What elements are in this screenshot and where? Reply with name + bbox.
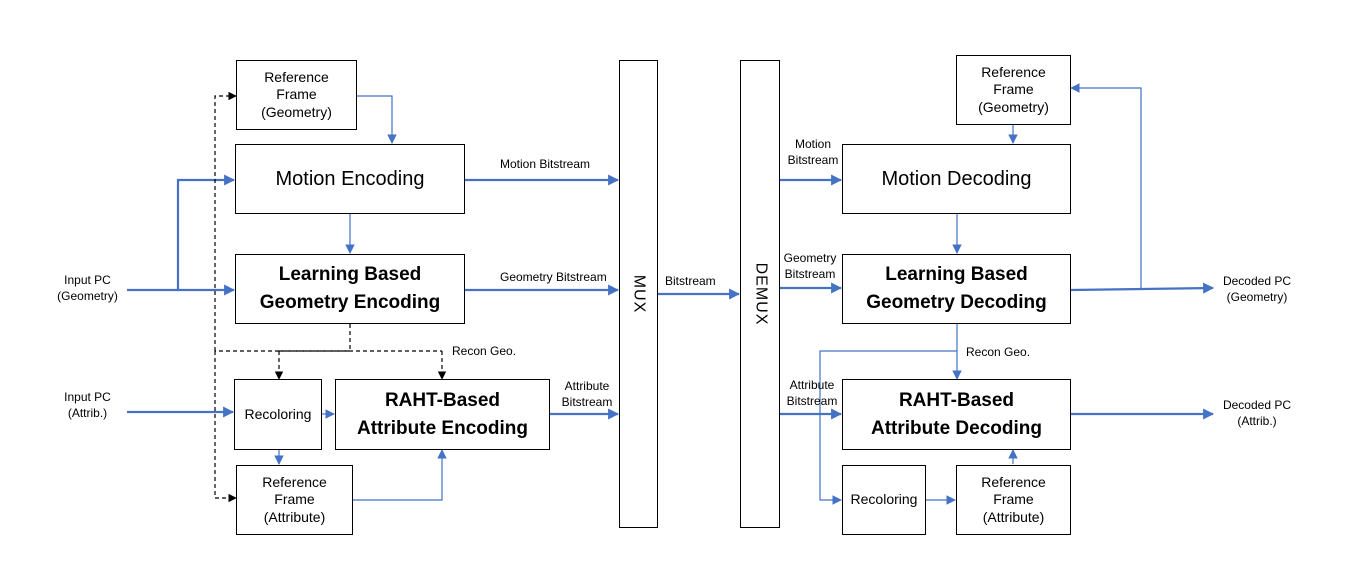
attribute-bitstream-enc-label: Attribute Bitstream <box>561 379 613 409</box>
decoded-pc-geometry-label: Decoded PC (Geometry) <box>1222 274 1292 304</box>
ref-frame-geometry-dec-label: Reference Frame (Geometry) <box>978 63 1049 115</box>
geometry-decoding-label: Learning Based Geometry Decoding <box>866 264 1047 313</box>
attribute-decoding-label: RAHT-Based Attribute Decoding <box>871 389 1042 439</box>
attribute-bitstream-dec-label: Attribute Bitstream <box>786 378 838 408</box>
attribute-encoding-box: RAHT-Based Attribute Encoding <box>335 379 550 450</box>
input-pc-geometry-label: Input PC (Geometry) <box>57 273 118 303</box>
recon-geo-enc-label: Recon Geo. <box>452 344 517 358</box>
recoloring-enc-box: Recoloring <box>234 379 322 450</box>
geometry-bitstream-dec-label: Geometry Bitstream <box>783 251 837 281</box>
motion-decoding-box: Motion Decoding <box>842 144 1071 214</box>
geometry-encoding-box: Learning Based Geometry Encoding <box>235 254 465 324</box>
bitstream-label: Bitstream <box>665 274 716 288</box>
mux-bar: MUX <box>619 60 658 528</box>
mux-label: MUX <box>630 274 648 314</box>
ref-frame-attribute-enc-box: Reference Frame (Attribute) <box>236 465 353 535</box>
arrow-recon-geo-to-recoloring-dec <box>819 350 957 505</box>
ref-frame-geometry-dec-box: Reference Frame (Geometry) <box>956 55 1071 125</box>
motion-bitstream-dec-label: Motion Bitstream <box>787 137 839 167</box>
dashed-to-ref-geometry <box>214 91 237 351</box>
arrow-input-to-motion-encoding <box>176 174 236 290</box>
arrow-ref-attr-to-attr-enc <box>353 449 447 501</box>
ref-frame-attribute-enc-label: Reference Frame (Attribute) <box>262 473 327 525</box>
recoloring-enc-label: Recoloring <box>244 405 312 422</box>
attribute-decoding-box: RAHT-Based Attribute Decoding <box>842 379 1071 450</box>
input-pc-attrib-label: Input PC (Attrib.) <box>64 390 111 420</box>
demux-bar: DEMUX <box>740 60 780 528</box>
recoloring-dec-box: Recoloring <box>842 465 926 535</box>
arrow-decoded-geometry <box>1070 282 1215 294</box>
ref-frame-attribute-dec-box: Reference Frame (Attribute) <box>956 465 1071 535</box>
geometry-bitstream-enc-label: Geometry Bitstream <box>500 270 607 284</box>
ref-frame-attribute-dec-label: Reference Frame (Attribute) <box>981 473 1046 525</box>
motion-bitstream-enc-label: Motion Bitstream <box>500 157 591 171</box>
arrow-ref-geo-to-motion-enc <box>357 95 397 144</box>
arrow-geometry-feedback <box>1070 83 1142 290</box>
attribute-encoding-label: RAHT-Based Attribute Encoding <box>357 389 528 439</box>
motion-encoding-box: Motion Encoding <box>235 144 465 214</box>
recon-geo-dec-label: Recon Geo. <box>966 345 1031 359</box>
decoded-pc-attrib-label: Decoded PC (Attrib.) <box>1222 398 1292 428</box>
dashed-to-ref-attribute <box>214 351 237 503</box>
demux-label: DEMUX <box>752 262 769 326</box>
geometry-decoding-box: Learning Based Geometry Decoding <box>842 254 1071 324</box>
geometry-encoding-label: Learning Based Geometry Encoding <box>259 264 441 313</box>
motion-encoding-label: Motion Encoding <box>275 167 425 190</box>
ref-frame-geometry-enc-label: Reference Frame (Geometry) <box>261 68 332 120</box>
ref-frame-geometry-enc-box: Reference Frame (Geometry) <box>236 60 357 130</box>
dashed-recon-geo-trunk <box>215 324 351 352</box>
motion-decoding-label: Motion Decoding <box>881 167 1032 190</box>
recoloring-dec-label: Recoloring <box>850 491 918 508</box>
